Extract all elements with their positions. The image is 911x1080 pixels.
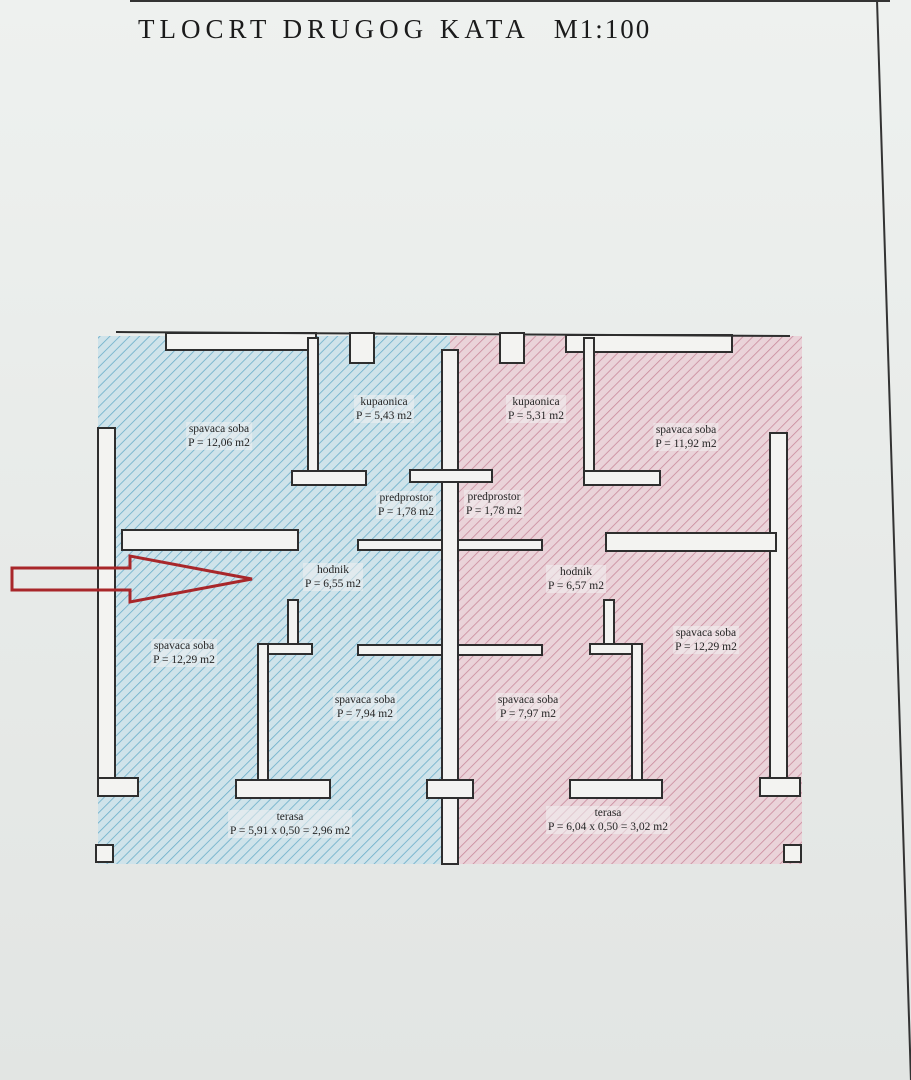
room-label-left-bedroom-small: spavaca soba P = 7,94 m2	[332, 693, 398, 721]
room-label-left-anteroom: predprostor P = 1,78 m2	[376, 491, 436, 519]
room-label-left-bedroom-mid: spavaca soba P = 12,29 m2	[151, 639, 217, 667]
room-label-right-bedroom-mid: spavaca soba P = 12,29 m2	[673, 626, 739, 654]
frame-top-line	[130, 0, 890, 2]
room-label-right-anteroom: predprostor P = 1,78 m2	[464, 490, 524, 518]
drawing-title: TLOCRT DRUGOG KATA M1:100	[138, 14, 651, 45]
room-label-right-bathroom: kupaonica P = 5,31 m2	[506, 395, 566, 423]
room-label-right-bedroom-top: spavaca soba P = 11,92 m2	[653, 423, 719, 451]
room-label-left-bedroom-top: spavaca soba P = 12,06 m2	[186, 422, 252, 450]
right-unit-floor	[450, 336, 802, 864]
room-label-right-bedroom-small: spavaca soba P = 7,97 m2	[495, 693, 561, 721]
walls	[95, 331, 802, 865]
room-label-right-terrace: terasa P = 6,04 x 0,50 = 3,02 m2	[546, 806, 670, 834]
room-label-left-bathroom: kupaonica P = 5,43 m2	[354, 395, 414, 423]
room-label-left-terrace: terasa P = 5,91 x 0,50 = 2,96 m2	[228, 810, 352, 838]
scale-text: M1:100	[553, 14, 652, 44]
left-unit-floor	[98, 336, 450, 864]
room-label-right-hall: hodnik P = 6,57 m2	[546, 565, 606, 593]
room-label-left-hall: hodnik P = 6,55 m2	[303, 563, 363, 591]
title-text: TLOCRT DRUGOG KATA	[138, 14, 530, 44]
